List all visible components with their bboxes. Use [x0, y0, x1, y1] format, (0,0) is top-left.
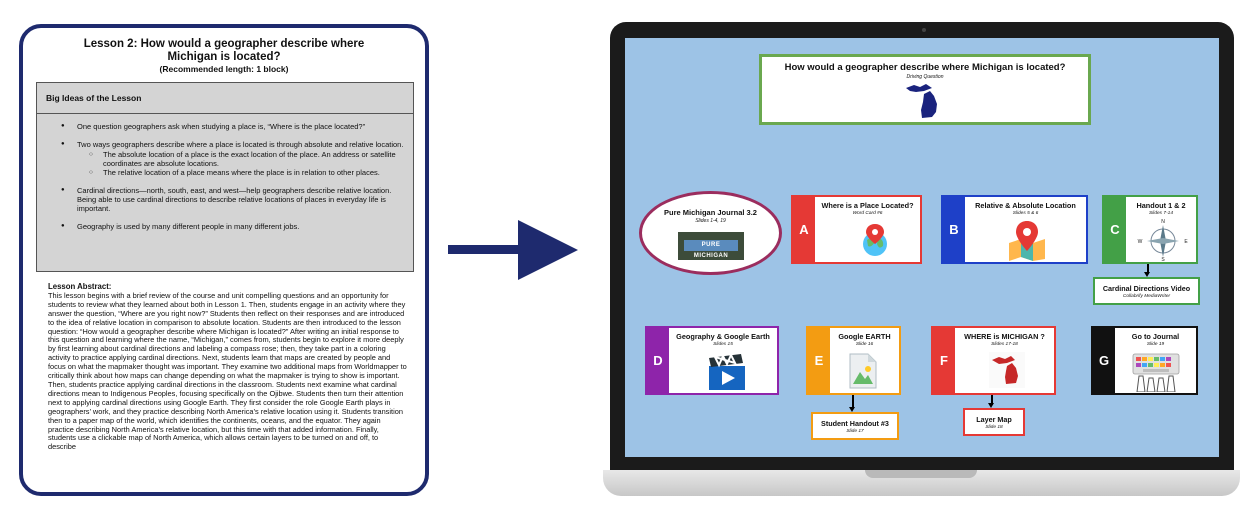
card-slides: Slides 15 [713, 342, 733, 347]
keyboard-hands-icon [1132, 353, 1180, 392]
card-slides: Slides 7-14 [1149, 211, 1173, 216]
abstract-header: Lesson Abstract: [48, 282, 112, 291]
laptop-screen: How would a geographer describe where Mi… [625, 38, 1219, 457]
card-title: WHERE is MICHIGAN ? [964, 332, 1045, 341]
compass-s-label: S [1161, 257, 1165, 261]
card-letter: B [943, 197, 965, 262]
journal-title: Pure Michigan Journal 3.2 [664, 208, 757, 217]
lesson-document: Lesson 2: How would a geographer describ… [19, 24, 429, 496]
image-file-icon [849, 353, 877, 389]
card-title: Where is a Place Located? [821, 201, 914, 210]
connector-arrow [988, 395, 994, 408]
lesson-abstract: Lesson Abstract: This lesson begins with… [48, 282, 408, 452]
compass-rose-icon: N S E W [1138, 219, 1189, 261]
big-idea-item: One question geographers ask when studyi… [53, 122, 404, 131]
sub-item-subtitle: Slide 17 [846, 429, 864, 434]
card-slides: Word Card #6 [852, 211, 883, 216]
layer-map-box[interactable]: Layer Map Slide 18 [963, 408, 1025, 436]
michigan-map-icon [989, 352, 1025, 388]
card-c-handout[interactable]: C Handout 1 & 2 Slides 7-14 N S E W [1102, 195, 1198, 264]
globe-pin-icon [863, 224, 887, 256]
card-slides: Slides 17-18 [991, 342, 1018, 347]
card-slides: Slide 16 [855, 342, 874, 347]
card-title: Handout 1 & 2 [1136, 201, 1186, 210]
card-title: Google EARTH [838, 332, 891, 341]
card-letter: D [647, 328, 669, 393]
card-b-relative-absolute[interactable]: B Relative & Absolute Location Slides 5 … [941, 195, 1088, 264]
sub-item-title: Layer Map [976, 415, 1012, 424]
card-letter: F [933, 328, 955, 393]
sub-item-subtitle: Collabrify MediaWriter [1122, 294, 1171, 299]
card-letter: A [793, 197, 815, 262]
pure-michigan-sign-text: PURE MICHIGAN [684, 240, 738, 259]
big-idea-text: Two ways geographers describe where a pl… [77, 140, 404, 149]
right-arrow-icon [448, 220, 578, 280]
card-title: Go to Journal [1131, 332, 1180, 341]
michigan-map-icon [906, 84, 937, 118]
sub-idea-item: The absolute location of a place is the … [77, 150, 404, 168]
compass-n-label: N [1161, 219, 1165, 225]
lesson-title: Lesson 2: How would a geographer describ… [83, 38, 365, 63]
driving-question-subtitle: Driving Question [906, 74, 944, 80]
compass-w-label: W [1138, 239, 1143, 245]
pure-michigan-sign-image: PURE MICHIGAN [678, 232, 744, 260]
card-title: Relative & Absolute Location [975, 201, 1076, 210]
cardinal-directions-video-box[interactable]: Cardinal Directions Video Collabrify Med… [1093, 277, 1200, 305]
camera-icon [922, 28, 926, 32]
pure-michigan-journal-card[interactable]: Pure Michigan Journal 3.2 Slides 1-4, 19… [639, 191, 782, 275]
card-letter: C [1104, 197, 1126, 262]
big-idea-item: Geography is used by many different peop… [53, 222, 404, 231]
big-ideas-box: One question geographers ask when studyi… [36, 114, 414, 272]
card-g-go-to-journal[interactable]: G Go to Journal Slide 19 [1091, 326, 1198, 395]
card-a-where-is-place[interactable]: A Where is a Place Located? Word Card #6 [791, 195, 922, 264]
card-title: Geography & Google Earth [676, 332, 770, 341]
card-slides: Slide 19 [1146, 342, 1165, 347]
card-e-google-earth[interactable]: E Google EARTH Slide 16 [806, 326, 901, 395]
student-handout-box[interactable]: Student Handout #3 Slide 17 [811, 412, 899, 440]
driving-question-title: How would a geographer describe where Mi… [784, 62, 1066, 73]
sub-item-title: Cardinal Directions Video [1102, 284, 1191, 293]
sub-idea-item: The relative location of a place means w… [77, 168, 404, 177]
big-idea-item: Two ways geographers describe where a pl… [53, 140, 404, 177]
card-letter: E [808, 328, 830, 393]
sub-item-title: Student Handout #3 [821, 419, 889, 428]
abstract-text: This lesson begins with a brief review o… [48, 290, 407, 452]
recommended-length: (Recommended length: 1 block) [159, 64, 289, 74]
connector-arrow [1144, 264, 1150, 277]
laptop-notch [865, 470, 977, 478]
card-letter: G [1093, 328, 1115, 393]
journal-slides: Slides 1-4, 19 [695, 218, 726, 224]
sub-item-subtitle: Slide 18 [985, 425, 1003, 430]
map-pin-icon [1009, 221, 1045, 261]
card-d-geography-google-earth[interactable]: D Geography & Google Earth Slides 15 [645, 326, 779, 395]
video-clapper-icon [709, 354, 745, 390]
connector-arrow [849, 395, 855, 412]
card-slides: Slides 5 & 6 [1012, 211, 1039, 216]
big-ideas-header: Big Ideas of the Lesson [36, 82, 414, 114]
big-idea-item: Cardinal directions—north, south, east, … [53, 186, 404, 213]
card-f-where-is-michigan[interactable]: F WHERE is MICHIGAN ? Slides 17-18 [931, 326, 1056, 395]
compass-e-label: E [1184, 239, 1188, 245]
